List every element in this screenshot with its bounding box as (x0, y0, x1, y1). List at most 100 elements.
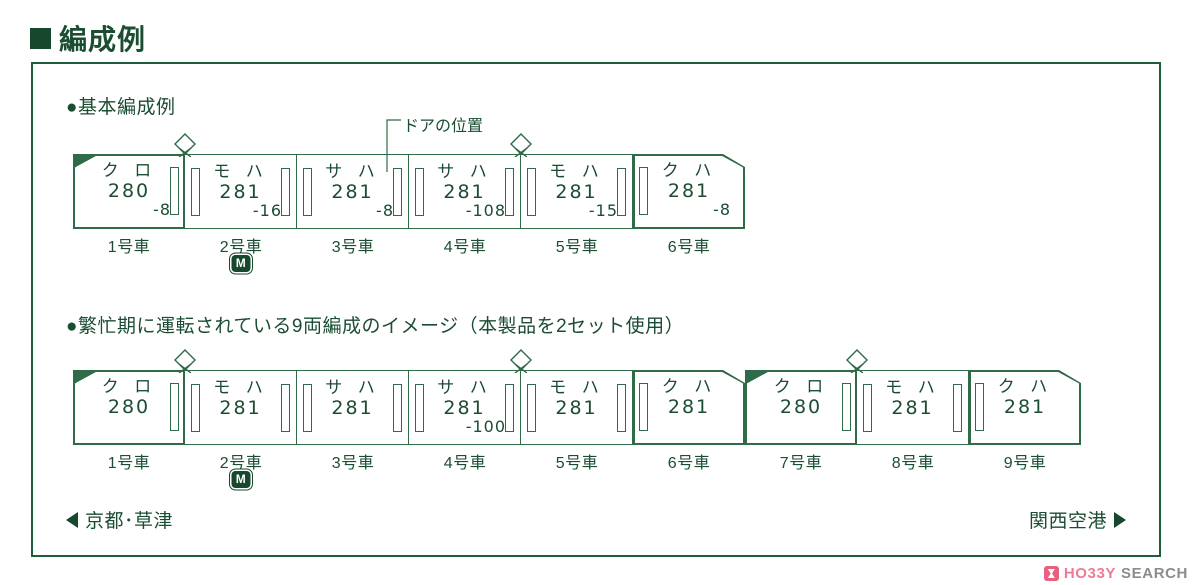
car-kana: サ ハ (437, 162, 492, 182)
car-door (393, 384, 402, 432)
cab-car-outline (745, 370, 857, 445)
car-door (303, 168, 312, 216)
hobby-search-brand-first: HO33Y (1063, 565, 1117, 582)
car-door (639, 167, 648, 215)
car-position-label: 4号車 (409, 449, 521, 473)
car-door (527, 168, 536, 216)
car-position-label: 7号車 (745, 449, 857, 473)
car-position-label: 3号車 (297, 449, 409, 473)
car-door (617, 168, 626, 216)
car-door (863, 384, 872, 432)
cab-car-outline (633, 154, 745, 229)
car-door (975, 383, 984, 431)
car-position-label-text: 1号車 (107, 455, 151, 472)
car-position-label: 6号車 (633, 233, 745, 257)
car-number-suffix: -8 (376, 201, 394, 220)
direction-right-label: 関西空港 (1028, 511, 1107, 532)
page-title-text: 編成例 (59, 24, 147, 55)
door-position-callout-text: ドアの位置 (403, 118, 484, 135)
car-position-label-text: 4号車 (443, 239, 487, 256)
car-number: 281 (331, 397, 374, 419)
car-door (953, 384, 962, 432)
car-door (415, 168, 424, 216)
car-position-label: 4号車 (409, 233, 521, 257)
car-kana: サ ハ (325, 378, 380, 398)
section-heading-basic: ●基本編成例 (66, 92, 175, 119)
car-kana: モ ハ (549, 378, 604, 398)
car-position-label-text: 7号車 (779, 455, 823, 472)
direction-right: 関西空港 (1029, 506, 1126, 533)
car-door (505, 168, 514, 216)
car-number-suffix (185, 419, 296, 435)
car-kana: モ ハ (213, 378, 268, 398)
car-position-label-text: 9号車 (1003, 455, 1047, 472)
car-number-suffix: -16 (252, 201, 282, 220)
car-position-label: 5号車 (521, 449, 633, 473)
hobby-search-mark-icon (1043, 566, 1059, 581)
car-position-label: 1号車 (73, 233, 185, 257)
car-door (527, 384, 536, 432)
cab-car-outline (633, 370, 745, 445)
car-door (639, 383, 648, 431)
cab-car-outline (969, 370, 1081, 445)
car-position-label-text: 5号車 (555, 455, 599, 472)
car-number: 281 (331, 181, 374, 203)
car-position-label-text: 2号車 (219, 239, 263, 256)
cab-car-outline (73, 154, 185, 229)
car-position-label: 6号車 (633, 449, 745, 473)
car-position-label: 1号車 (73, 449, 185, 473)
car-door (303, 384, 312, 432)
car-number: 281 (891, 397, 934, 419)
car-door (281, 384, 290, 432)
car-kana: モ ハ (213, 162, 268, 182)
car-position-label-text: 1号車 (107, 239, 151, 256)
car-position-label-text: 5号車 (555, 239, 599, 256)
arrow-right-icon (1114, 511, 1126, 528)
car-position-label-text: 6号車 (667, 239, 711, 256)
car-number-suffix: -15 (588, 201, 618, 220)
car-door (617, 384, 626, 432)
car-number: 281 (443, 181, 486, 203)
car-kana: モ ハ (885, 378, 940, 398)
car-position-label-text: 8号車 (891, 455, 935, 472)
car-door (191, 384, 200, 432)
section-heading-basic-text: ●基本編成例 (66, 97, 176, 118)
car-number-suffix (521, 419, 632, 435)
car-number-suffix: -100 (465, 417, 506, 436)
hobby-search-brand-second: SEARCH (1121, 565, 1188, 582)
hobby-search-watermark: HO33Y SEARCH (1043, 565, 1188, 582)
car-position-label: 3号車 (297, 233, 409, 257)
car-position-label-text: 6号車 (667, 455, 711, 472)
car-position-label: 9号車 (969, 449, 1081, 473)
car-number: 281 (219, 397, 262, 419)
car-position-label: 8号車 (857, 449, 969, 473)
car-door (415, 384, 424, 432)
page-title: 編成例 (30, 18, 146, 58)
car-position-label-text: 4号車 (443, 455, 487, 472)
car-position-label-text: 3号車 (331, 455, 375, 472)
